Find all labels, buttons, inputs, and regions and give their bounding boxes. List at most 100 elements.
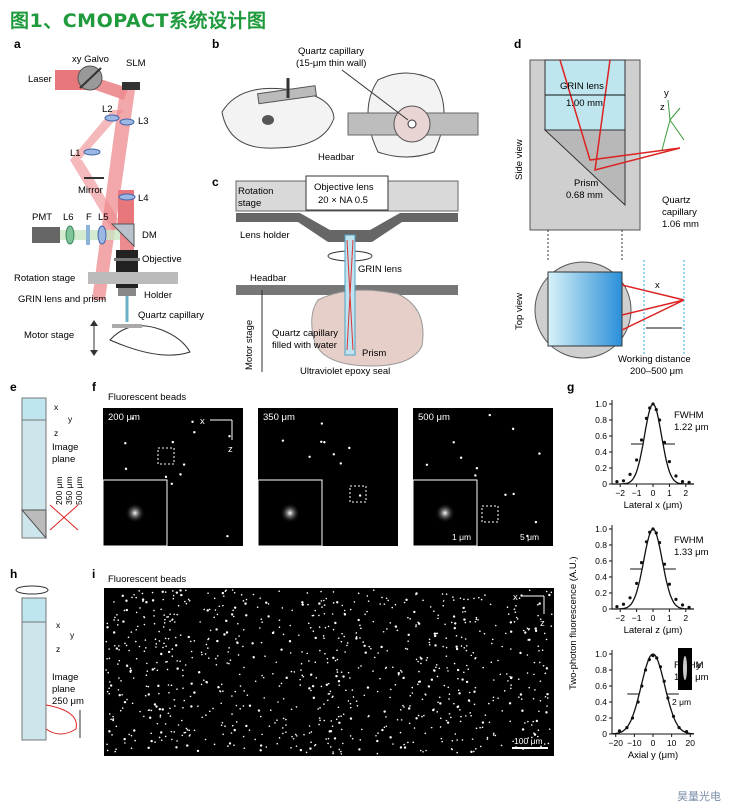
bead-dot <box>246 694 249 696</box>
bead-dot <box>341 632 343 635</box>
y-tick-label: 0.4 <box>595 447 607 457</box>
bead-dot <box>344 651 346 653</box>
bead-dot <box>259 749 262 752</box>
bead-dot <box>142 600 144 603</box>
bead-dot <box>332 751 334 753</box>
bead-dot <box>347 671 350 674</box>
bead-dot <box>161 708 164 711</box>
bead-dot <box>542 664 545 667</box>
quartz-d-line1: Quartz <box>662 195 691 206</box>
bead-dot <box>359 637 361 639</box>
bead-dot <box>332 602 335 604</box>
bead-dot <box>538 452 541 455</box>
bead-dot <box>282 697 285 700</box>
bead-dot <box>510 687 512 690</box>
bead-dot <box>412 741 415 744</box>
bead-dot <box>323 612 326 615</box>
bead-dot <box>419 749 422 752</box>
bead-dot <box>187 598 190 601</box>
bead-dot <box>473 597 475 600</box>
bead-dot <box>121 707 124 709</box>
bead-dot <box>396 718 399 721</box>
bead-dot <box>175 591 179 594</box>
bead-dot <box>145 647 147 649</box>
bead-dot <box>216 613 219 616</box>
bead-dot <box>134 640 137 643</box>
bead-dot <box>435 632 437 635</box>
data-point <box>674 474 678 478</box>
bead-dot <box>325 683 329 686</box>
bead-dot <box>245 598 248 601</box>
bead-dot <box>324 652 326 655</box>
bead-dot <box>464 638 467 640</box>
bead-dot <box>233 606 237 609</box>
bead-dot <box>309 626 312 629</box>
bead-dot <box>278 737 281 739</box>
bead-dot <box>428 643 431 646</box>
bead-dot <box>519 651 522 655</box>
bead-dot <box>509 676 513 680</box>
bead-dot <box>381 728 384 732</box>
bead-dot <box>504 493 507 497</box>
bead-dot <box>268 725 271 727</box>
bead-dot <box>518 696 520 698</box>
grin-lens-top <box>547 271 623 347</box>
bead-dot <box>422 599 424 602</box>
bead-dot <box>153 622 156 625</box>
bead-dot <box>159 714 162 717</box>
bead-dot <box>282 732 284 735</box>
data-point <box>671 714 676 719</box>
bead-dot <box>327 737 330 740</box>
y-tick-label: 0.8 <box>595 665 607 675</box>
bead-dot <box>389 696 391 699</box>
data-point <box>639 561 644 565</box>
bead-dot <box>219 690 222 693</box>
bead-dot <box>454 622 457 625</box>
bead-dot <box>307 603 309 606</box>
bead-dot <box>265 746 268 748</box>
panel-g: g Two-photon fluorescence (A.U.) 00.20.4… <box>567 380 709 761</box>
bead-dot <box>132 677 135 679</box>
bead-dot <box>150 739 153 743</box>
bead-dot <box>447 686 450 689</box>
bead-dot <box>218 605 221 608</box>
bead-dot <box>319 707 321 709</box>
bead-dot <box>545 667 549 670</box>
bead-dot <box>231 713 233 715</box>
bead-dot <box>336 601 339 604</box>
bead-dot <box>235 638 237 640</box>
bead-dot <box>546 705 548 707</box>
bead-dot <box>202 679 205 681</box>
bead-dot <box>460 636 463 639</box>
depth-e-0: 200 μm <box>54 476 64 505</box>
bead-dot <box>179 589 182 592</box>
y-tick-label: 0 <box>602 729 607 739</box>
bead-dot <box>114 750 117 753</box>
bead-dot <box>260 641 263 644</box>
headbar-c-label: Headbar <box>250 273 286 284</box>
bead-dot <box>147 746 150 750</box>
x-tick-label: 0 <box>651 613 656 623</box>
bead-dot <box>479 630 481 633</box>
bead-dot <box>403 706 405 708</box>
bead-dot <box>169 613 171 615</box>
bead-dot <box>494 734 497 737</box>
bead-dot <box>465 680 469 684</box>
bead-dot <box>493 679 495 681</box>
bead-dot <box>318 723 320 726</box>
panel-i: i Fluorescent beads x z 100 μm <box>92 567 554 756</box>
rotation-stage-label: Rotation stage <box>14 273 75 284</box>
bead-dot <box>333 737 337 740</box>
depth-h: 250 μm <box>52 696 84 707</box>
bead-dot <box>415 717 418 720</box>
bead-dot <box>517 678 520 680</box>
bead-dot <box>336 649 338 651</box>
bead-dot <box>394 625 398 628</box>
bead-dot <box>503 690 506 692</box>
bead-dot <box>158 640 161 642</box>
data-point <box>644 540 649 544</box>
bead-dot <box>349 677 351 679</box>
bead-dot <box>326 661 329 664</box>
bead-dot <box>310 689 312 692</box>
bead-dot <box>491 638 494 641</box>
